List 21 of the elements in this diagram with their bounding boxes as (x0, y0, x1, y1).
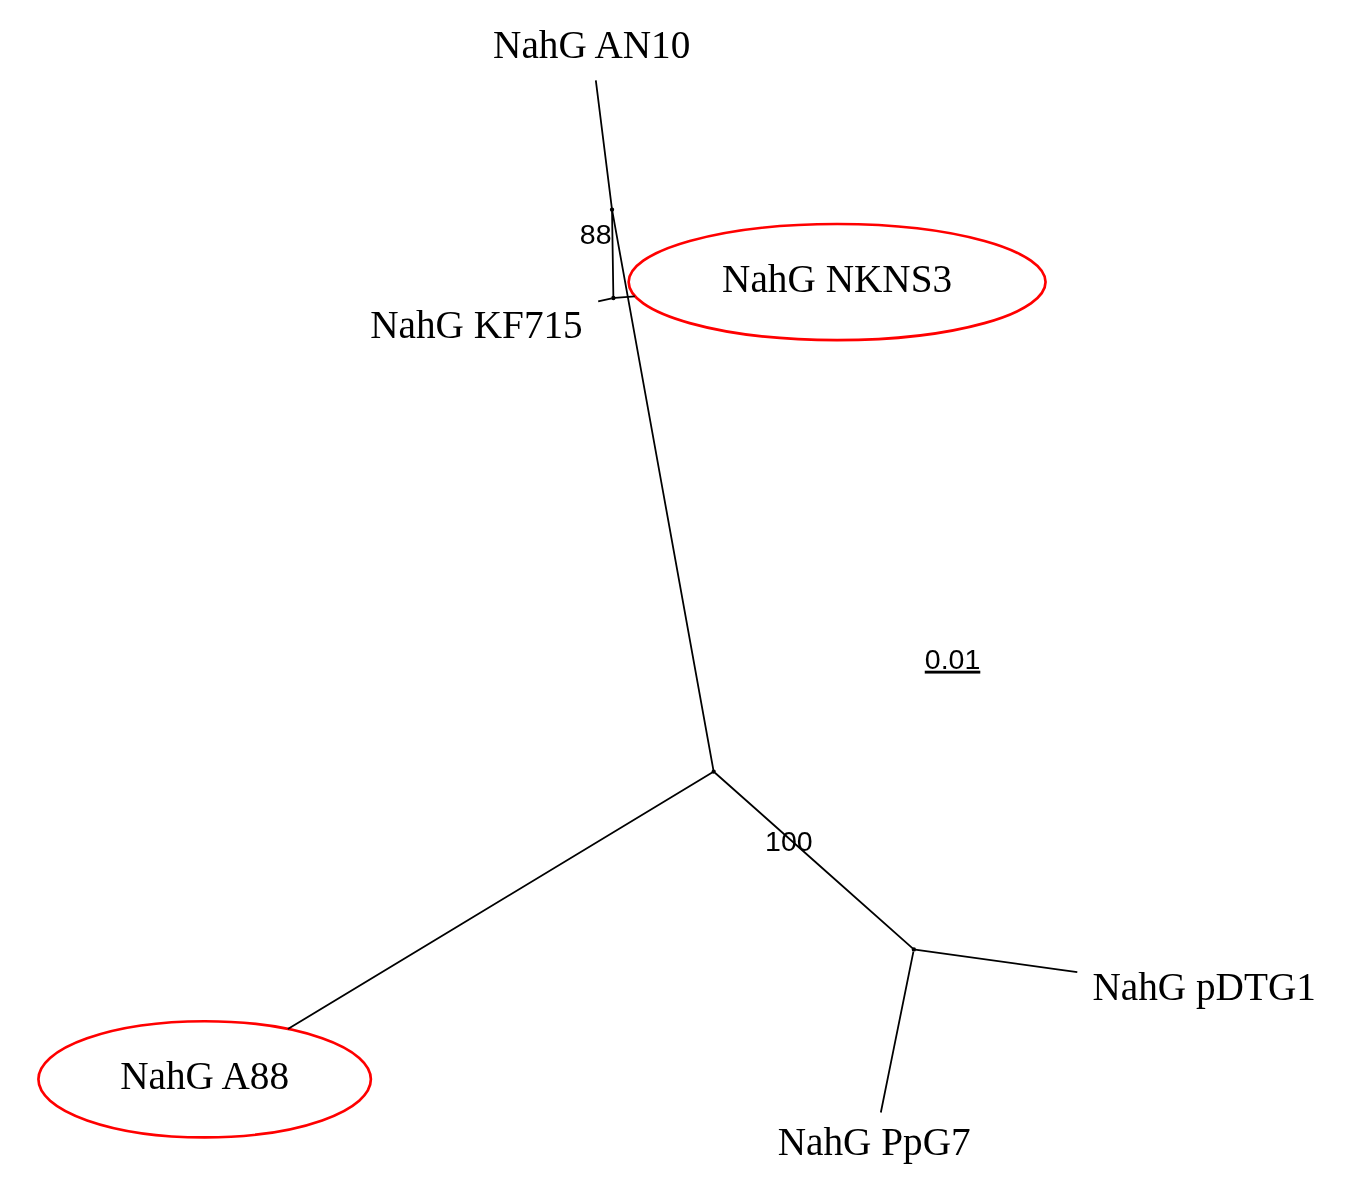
connector (594, 79, 613, 210)
connector (597, 297, 613, 303)
edge-label: 88 (579, 218, 612, 251)
connector (879, 950, 915, 1114)
connector (914, 948, 1079, 974)
node-ellipse: NahG NKNS3 (627, 222, 1047, 342)
node-text: NahG pDTG1 (1092, 964, 1316, 1008)
node-point (609, 207, 615, 212)
connector (287, 771, 714, 1030)
node-text: NahG KF715 (370, 303, 583, 347)
connector (613, 295, 636, 299)
connector (611, 210, 615, 298)
node-point (611, 295, 616, 301)
connector (611, 210, 715, 771)
node-text: NahG AN10 (493, 22, 691, 66)
node-point (711, 769, 716, 774)
node-ellipse: NahG A88 (37, 1019, 373, 1139)
label: 0.01 (924, 642, 981, 675)
connector (714, 771, 914, 950)
node-text: NahG PpG7 (777, 1120, 971, 1164)
node-point (911, 947, 916, 952)
